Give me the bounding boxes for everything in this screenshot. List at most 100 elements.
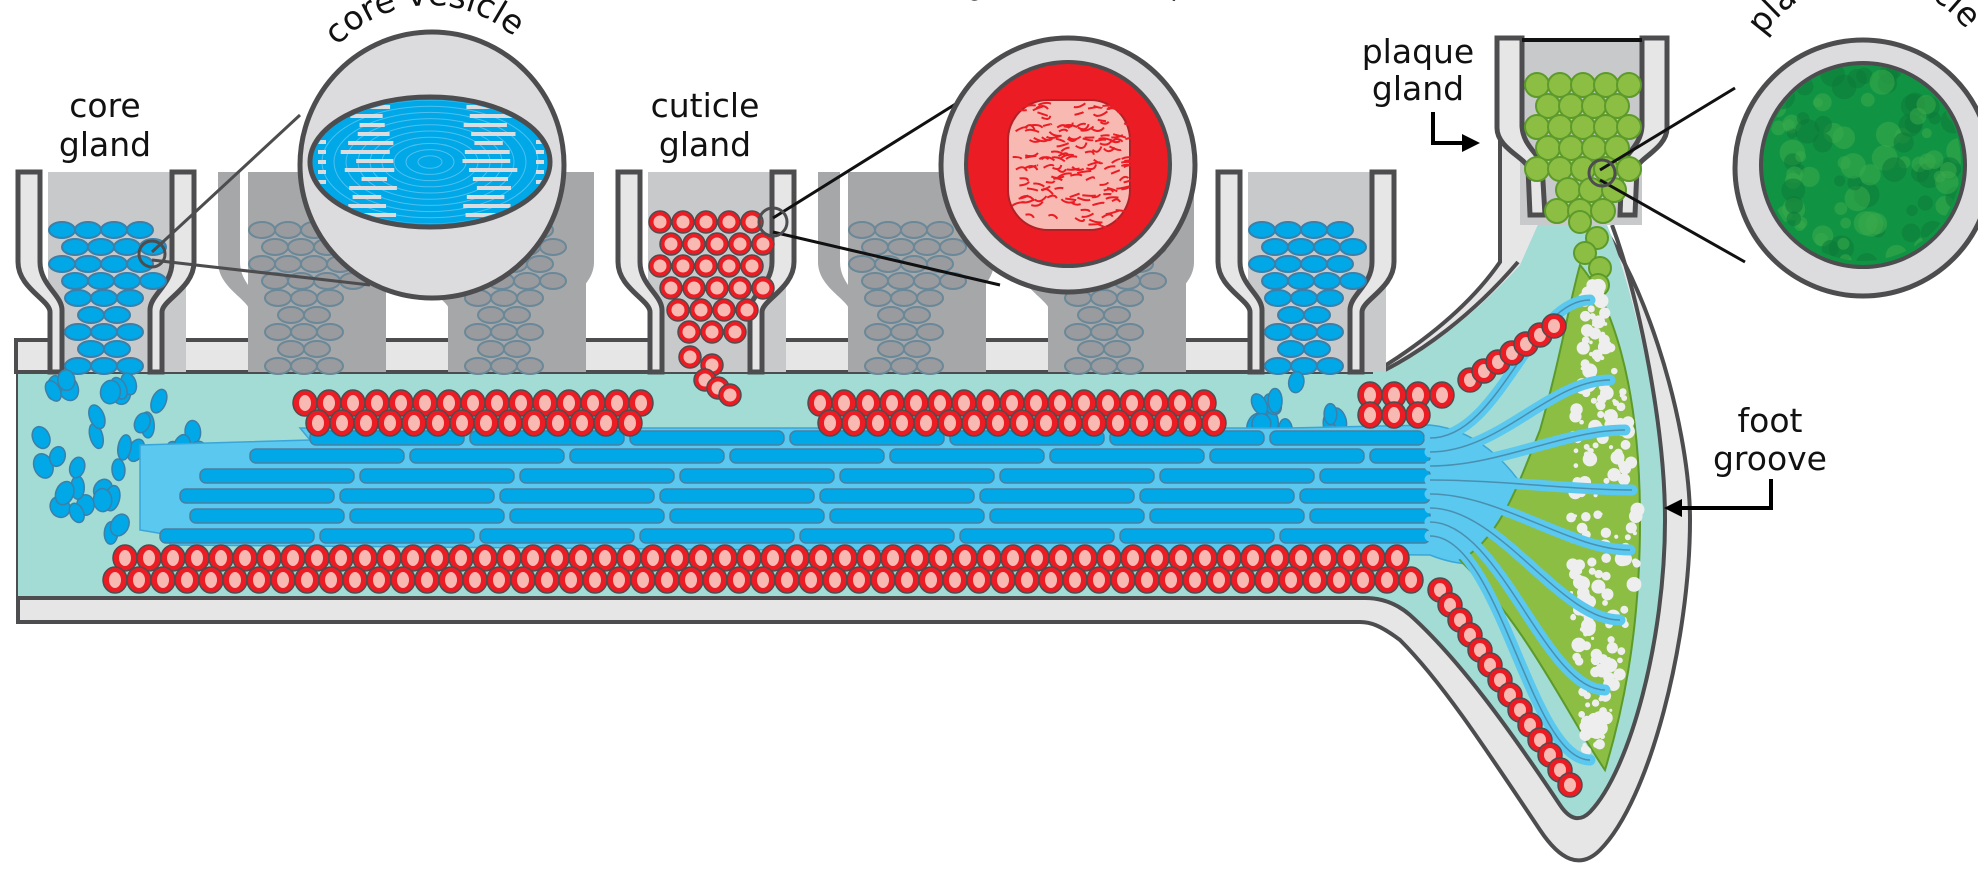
foam-bubble	[1566, 558, 1579, 571]
foam-bubble	[1587, 305, 1595, 313]
core-vesicle-released	[54, 480, 75, 506]
core-vesicle	[903, 306, 931, 324]
core-vesicle	[864, 357, 892, 375]
core-vesicle	[887, 238, 915, 256]
core-vesicle	[887, 272, 915, 290]
foam-bubble	[1573, 463, 1579, 468]
core-fiber-segment	[1209, 448, 1365, 464]
foam-bubble	[1580, 310, 1591, 322]
core-vesicle	[274, 221, 302, 239]
core-vesicle	[1274, 255, 1302, 273]
plaque-vesicle	[1544, 198, 1570, 224]
core-vesicle	[1077, 306, 1105, 324]
plaque-vesicle	[1616, 72, 1642, 98]
core-vesicle	[126, 221, 154, 239]
plaque-vesicle	[1616, 156, 1642, 182]
core-vesicle	[900, 221, 928, 239]
core-vesicle	[274, 255, 302, 273]
core-fiber-segment	[189, 508, 345, 524]
core-vesicle-released	[44, 380, 62, 402]
core-vesicle	[874, 221, 902, 239]
plaque-vesicle-released	[1568, 210, 1592, 234]
core-vesicle	[464, 323, 492, 341]
foam-bubble	[1599, 293, 1603, 297]
core-fiber-segment	[1269, 430, 1425, 446]
plaque-gland-1	[1494, 35, 1670, 297]
gland-wall-left	[818, 172, 862, 372]
foam-bubble	[1625, 456, 1638, 469]
foam-bubble	[1576, 522, 1588, 534]
core-vesicle	[877, 306, 905, 324]
foam-bubble	[1581, 336, 1590, 345]
core-fiber-segment	[339, 488, 495, 504]
core-vesicle	[77, 306, 105, 324]
plaque-vesicle-inset	[1587, 37, 1978, 299]
plaque-gland-arrow-line	[1431, 112, 1466, 145]
core-vesicle	[539, 238, 567, 256]
core-vesicle-released	[57, 369, 76, 392]
plaque-foam-region	[1458, 262, 1642, 773]
foam-bubble	[1627, 578, 1639, 591]
plaque-vesicle	[1616, 114, 1642, 140]
gland-wall-left	[15, 169, 65, 375]
foam-bubble	[1598, 334, 1610, 346]
core-vesicle	[61, 272, 89, 290]
cuticle-vesicle-label: cuticle vesicle	[950, 0, 1198, 10]
core-fiber-segment	[319, 528, 475, 544]
core-vesicle	[116, 289, 144, 307]
core-vesicle	[100, 221, 128, 239]
cuticle-vesicle-highlight	[757, 206, 789, 238]
core-vesicle	[1290, 289, 1318, 307]
core-vesicle	[1064, 357, 1092, 375]
core-vesicle	[1261, 238, 1289, 256]
core-vesicle	[1277, 306, 1305, 324]
core-vesicle	[90, 289, 118, 307]
gland-wall-right	[550, 172, 594, 372]
core-vesicle	[264, 323, 292, 341]
core-vesicle	[939, 238, 967, 256]
cuticle-leader-line-bottom	[772, 230, 1001, 287]
foam-bubble	[1580, 745, 1590, 754]
core-fiber-segment	[629, 430, 785, 446]
core-vesicle	[1077, 340, 1105, 358]
core-vesicle	[916, 323, 944, 341]
core-vesicle	[1090, 357, 1118, 375]
foam-bubble	[1590, 655, 1601, 666]
core-vesicle-released	[92, 487, 113, 513]
foam-bubble	[1606, 343, 1616, 353]
core-fiber-segment	[409, 448, 565, 464]
foam-bubble	[1601, 588, 1614, 601]
foam-bubble	[1591, 699, 1600, 707]
core-vesicle	[90, 323, 118, 341]
core-vesicle	[48, 255, 76, 273]
core-fiber-segment	[679, 468, 835, 484]
foam-bubble	[1620, 439, 1631, 450]
core-vesicle-released	[1287, 370, 1305, 394]
core-vesicle	[1264, 323, 1292, 341]
core-vesicle	[864, 289, 892, 307]
core-vesicle	[1064, 323, 1092, 341]
foam-bubble	[1591, 349, 1603, 361]
foam-bubble	[1607, 678, 1620, 692]
foam-bubble	[1579, 729, 1592, 742]
core-vesicle	[926, 221, 954, 239]
core-vesicle	[503, 306, 531, 324]
core-fiber-segment	[569, 448, 725, 464]
plaque-gland-label-line1: plaque	[1362, 32, 1475, 71]
core-fiber-segment	[249, 448, 405, 464]
core-vesicle	[503, 340, 531, 358]
foam-bubble	[1608, 445, 1614, 450]
core-vesicle	[903, 340, 931, 358]
core-vesicle-released	[133, 412, 151, 434]
core-vesicle	[1290, 323, 1318, 341]
core-fiber-segment	[1299, 488, 1431, 504]
plaque-vesicle-highlight	[1587, 158, 1617, 188]
core-vesicle-released	[111, 458, 126, 482]
core-vesicle	[913, 272, 941, 290]
foam-bubble	[1592, 442, 1599, 449]
core-fiber-segment	[989, 508, 1145, 524]
core-vesicle	[316, 289, 344, 307]
core-fiber-segment	[1139, 488, 1295, 504]
foam-bubble	[1587, 326, 1594, 334]
core-vesicle	[290, 289, 318, 307]
